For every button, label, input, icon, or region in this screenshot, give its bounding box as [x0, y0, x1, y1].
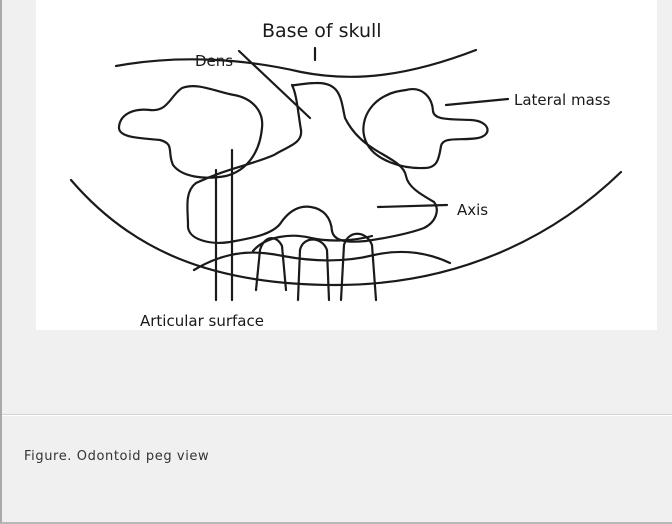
- figure-caption: Figure. Odontoid peg view: [24, 449, 209, 464]
- jaw-outline: [71, 172, 621, 285]
- right-lateral-mass: [363, 89, 487, 168]
- dens-label: Dens: [195, 52, 233, 70]
- dens-and-axis-outline: [187, 83, 436, 243]
- base-of-skull-outline: [116, 50, 476, 77]
- lateral-mass-pointer: [446, 99, 508, 105]
- base-of-skull-label: Base of skull: [262, 20, 382, 42]
- odontoid-peg-diagram: Base of skull Dens Lateral mass Axis Art…: [36, 0, 657, 330]
- figure-image-panel: Base of skull Dens Lateral mass Axis Art…: [2, 0, 672, 414]
- articular-surface-label: Articular surface: [140, 312, 264, 330]
- caption-panel: Figure. Odontoid peg view: [2, 416, 672, 522]
- tooth-right: [341, 234, 376, 300]
- left-lateral-mass: [119, 86, 262, 178]
- tooth-middle: [298, 240, 329, 301]
- lateral-mass-label: Lateral mass: [514, 91, 611, 109]
- axis-label: Axis: [457, 201, 488, 219]
- figure-image: Base of skull Dens Lateral mass Axis Art…: [36, 0, 657, 330]
